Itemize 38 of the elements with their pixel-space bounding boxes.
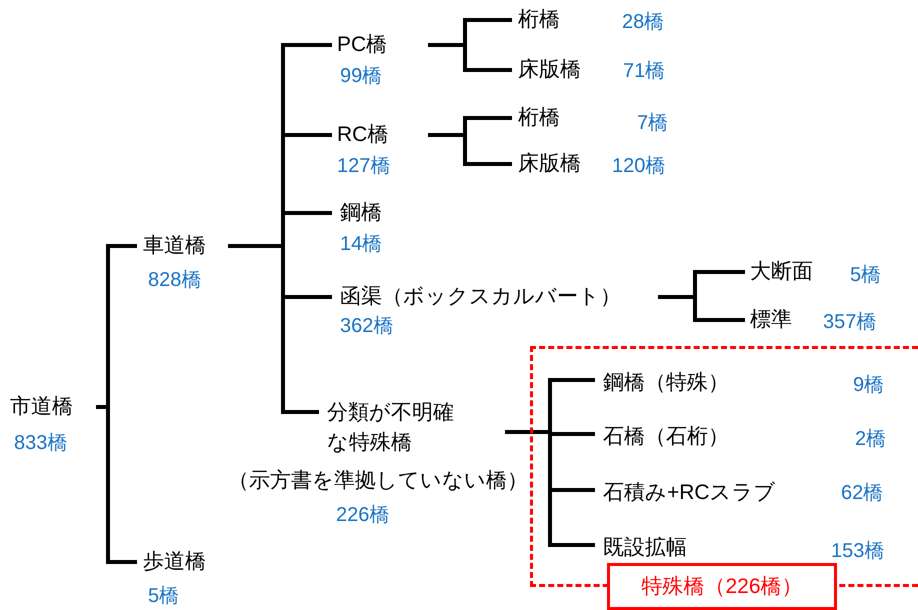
count-label: 357橋 — [823, 310, 876, 335]
count-label: 362橋 — [340, 314, 394, 339]
category-label: 標準 — [750, 307, 792, 333]
category-label: 床版橋 — [518, 57, 581, 83]
count-label: 62橋 — [841, 481, 884, 506]
category-label: 大断面 — [750, 259, 813, 285]
count-label: 127橋 — [337, 154, 390, 179]
count-label: 71橋 — [623, 59, 666, 84]
count-label: 5橋 — [148, 584, 180, 609]
category-label: 車道橋 — [143, 233, 206, 259]
category-label: RC橋 — [337, 122, 388, 148]
count-label: 7橋 — [637, 111, 668, 136]
category-label: PC橋 — [337, 32, 388, 58]
category-label: 床版橋 — [518, 151, 581, 177]
count-label: 99橋 — [340, 64, 382, 89]
title-box: 特殊橋（226橋） — [607, 563, 837, 610]
count-label: 828橋 — [148, 268, 202, 293]
count-label: 14橋 — [340, 232, 382, 257]
category-label: 桁橋 — [518, 7, 560, 33]
category-label: 鋼橋（特殊） — [603, 370, 729, 396]
count-label: 2橋 — [855, 427, 886, 452]
count-label: 226橋 — [336, 503, 390, 528]
category-label: 桁橋 — [518, 105, 560, 131]
category-label: 既設拡幅 — [603, 535, 687, 561]
count-label: 833橋 — [14, 431, 68, 456]
category-label: 石橋（石桁） — [603, 424, 729, 450]
count-label: 5橋 — [850, 263, 882, 288]
count-label: 120橋 — [612, 154, 666, 179]
category-label: 市道橋 — [10, 394, 73, 420]
category-label: 鋼橋 — [340, 200, 382, 226]
count-label: 153橋 — [831, 539, 884, 564]
count-label: 9橋 — [853, 373, 884, 398]
note-label: （示方書を準拠していない橋） — [228, 468, 528, 494]
category-label: 分類が不明確な特殊橋 — [327, 400, 455, 456]
category-label: 石積み+RCスラブ — [603, 480, 776, 506]
category-label: 函渠（ボックスカルバート） — [340, 284, 621, 310]
category-label: 歩道橋 — [143, 549, 206, 575]
count-label: 28橋 — [622, 10, 664, 35]
